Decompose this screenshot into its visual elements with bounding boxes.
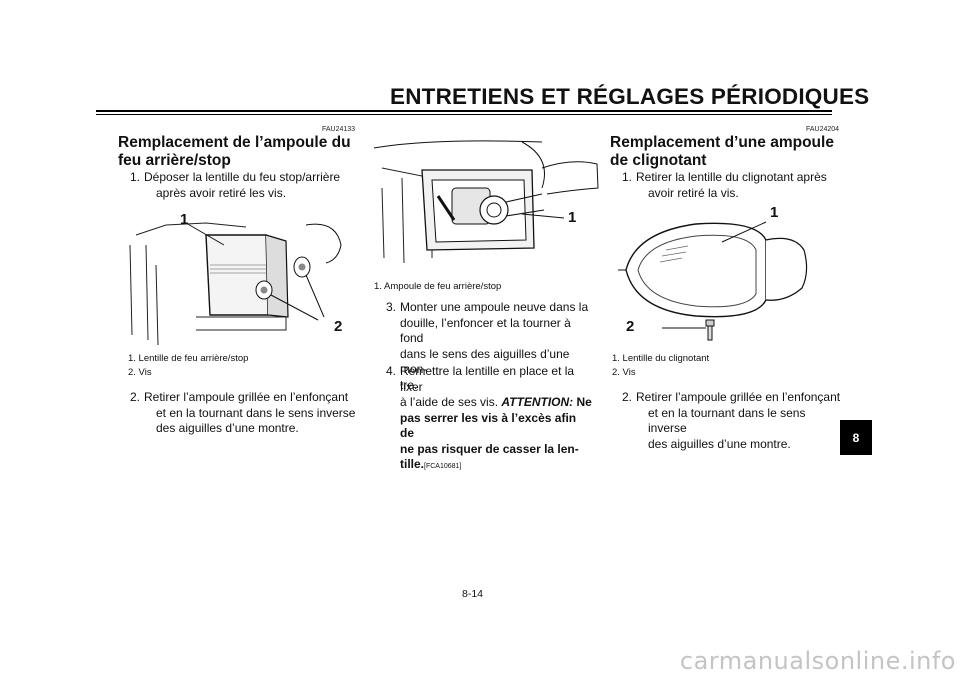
step-1: 1. Retirer la lentille du clignotant apr…	[622, 170, 840, 201]
figure-caption: 1. Lentille du clignotant 2. Vis	[612, 352, 709, 380]
chapter-tab[interactable]: 8	[840, 420, 872, 455]
page-number: 8-14	[462, 588, 484, 600]
warning-text: ne pas risquer de casser la len-	[400, 441, 579, 456]
figure-callout-1: 1	[770, 204, 779, 221]
section-code: FAU24133	[322, 126, 356, 133]
step-text: Monter une ampoule neuve dans la	[400, 300, 589, 314]
step-4: 4. Remettre la lentille en place et la f…	[386, 364, 592, 475]
step-text: après avoir retiré les vis.	[156, 185, 287, 200]
attention-label: ATTENTION:	[501, 395, 574, 409]
warning-text: tille.	[400, 457, 425, 471]
step-number: 2.	[622, 390, 633, 404]
section-title-line: Remplacement d’une ampoule	[610, 134, 834, 151]
figure-callout-2: 2	[334, 318, 343, 335]
caption-item: 2. Vis	[128, 367, 152, 378]
step-text: Retirer la lentille du clignotant après	[636, 170, 827, 184]
step-number: 1.	[130, 170, 141, 184]
caption-item: 1. Lentille du clignotant	[612, 353, 710, 364]
step-text: des aiguilles d’une montre.	[156, 421, 299, 435]
step-3: 3. Monter une ampoule neuve dans la doui…	[386, 300, 592, 393]
step-text: avoir retiré la vis.	[648, 185, 739, 200]
step-text: douille, l’enfoncer et la tourner à fond	[400, 315, 571, 346]
caption-item: 2. Vis	[612, 367, 636, 378]
turn-signal-lens-illustration	[616, 210, 816, 350]
step-text: Retirer l’ampoule grillée en l’enfonçant	[636, 390, 841, 404]
step-1: 1. Déposer la lentille du feu stop/arriè…	[130, 170, 358, 201]
step-text: dans le sens des aiguilles d’une mon-	[400, 346, 570, 377]
step-text: à l’aide de ses vis. ATTENTION: Ne	[400, 395, 592, 411]
caption-item: 1. Lentille de feu arrière/stop	[128, 353, 249, 364]
section-title-line: Remplacement de l’ampoule du	[118, 134, 351, 151]
section-code: FAU24204	[806, 126, 840, 133]
caption-item: 1. Ampoule de feu arrière/stop	[374, 281, 502, 292]
step-text: tre.	[400, 377, 418, 392]
section-title: Remplacement de l’ampoule du feu arrière…	[118, 134, 351, 170]
caution-code: [FCA10681]	[424, 463, 462, 470]
figure-caption: 1. Lentille de feu arrière/stop 2. Vis	[128, 352, 248, 380]
figure-caption: 1. Ampoule de feu arrière/stop	[374, 280, 501, 294]
section-title-line: feu arrière/stop	[118, 152, 231, 169]
step-number: 1.	[622, 170, 633, 184]
header-rule-thin	[96, 114, 832, 115]
section-title-line: de clignotant	[610, 152, 707, 169]
step-text: Remettre la lentille en place et la fixe…	[400, 364, 575, 394]
page-title: ENTRETIENS ET RÉGLAGES PÉRIODIQUES	[390, 84, 870, 109]
figure-callout-2: 2	[626, 318, 635, 335]
figure-callout-1: 1	[180, 211, 189, 228]
figure-callout-1: 1	[568, 209, 577, 226]
tail-light-lens-illustration	[126, 205, 354, 345]
step-text-part: à l’aide de ses vis.	[400, 395, 499, 409]
step-2: 2. Retirer l’ampoule grillée en l’enfonç…	[622, 390, 842, 452]
step-number: 2.	[130, 390, 141, 404]
header-rule	[96, 110, 832, 112]
step-number: 4.	[386, 364, 397, 378]
step-number: 3.	[386, 300, 397, 314]
step-text: des aiguilles d’une montre.	[648, 436, 791, 451]
step-text: Déposer la lentille du feu stop/arrière	[144, 170, 341, 184]
section-title: Remplacement d’une ampoule de clignotant	[610, 134, 834, 170]
step-2: 2. Retirer l’ampoule grillée en l’enfonç…	[130, 390, 360, 437]
step-text: et en la tournant dans le sens inverse	[648, 405, 806, 436]
tail-light-bulb-illustration	[372, 128, 600, 268]
warning-text: pas serrer les vis à l’excès afin de	[400, 410, 577, 441]
watermark: carmanualsonline.info	[679, 647, 956, 675]
step-text: Retirer l’ampoule grillée en l’enfonçant	[144, 390, 349, 404]
step-text: et en la tournant dans le sens inverse	[156, 405, 356, 420]
warning-text: Ne	[576, 395, 592, 409]
